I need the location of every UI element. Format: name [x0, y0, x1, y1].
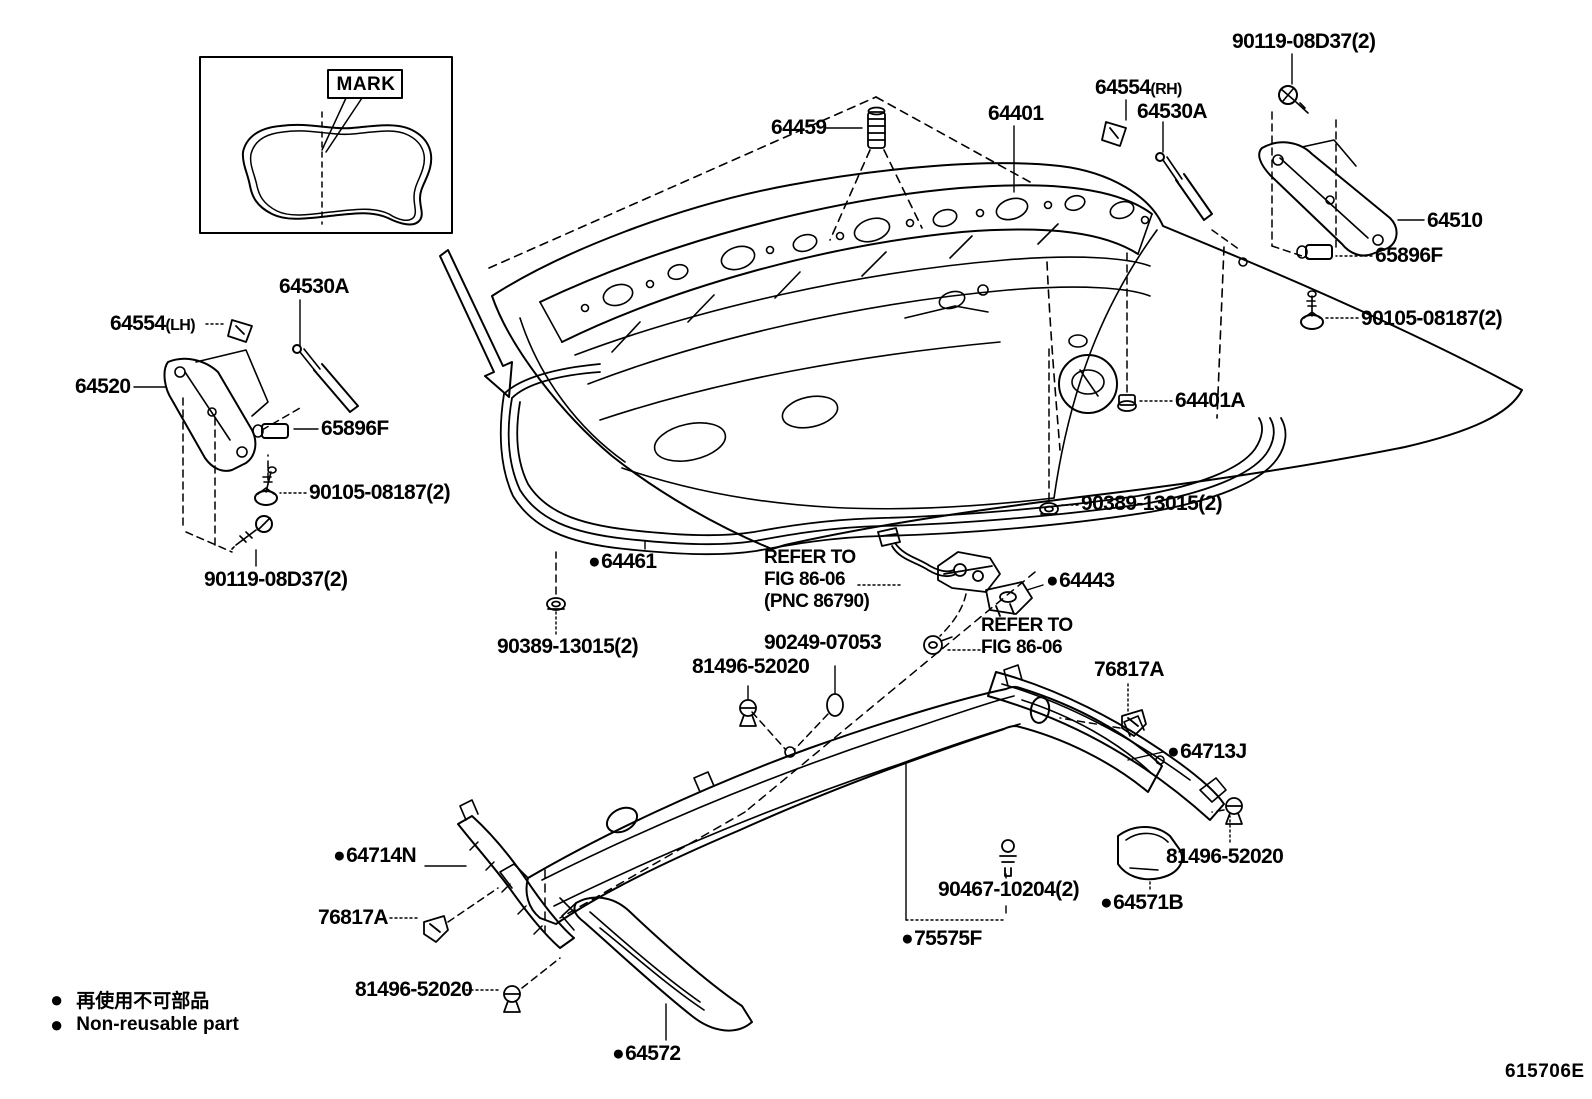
- part-label-90105-rh[interactable]: 90105-08187(2): [1361, 307, 1503, 330]
- part-label-65896f-rh[interactable]: 65896F: [1375, 244, 1443, 267]
- part-label-64401a[interactable]: 64401A: [1175, 389, 1246, 412]
- figure-code: 615706E: [1505, 1061, 1585, 1082]
- part-number: 64714N: [346, 844, 417, 867]
- grommets-art: [546, 394, 1137, 611]
- legend-row-jp: ● 再使用不可部品: [50, 986, 209, 1013]
- part-label-81496-rh[interactable]: 81496-52020: [1166, 845, 1284, 868]
- part-label-64571b[interactable]: ●64571B: [1100, 891, 1184, 914]
- part-label-64443[interactable]: ●64443: [1046, 570, 1115, 592]
- part-label-81496-top[interactable]: 81496-52020: [692, 655, 810, 678]
- part-label-64554-lh[interactable]: 64554(LH): [110, 312, 196, 337]
- part-label-64554-rh[interactable]: 64554(RH): [1095, 77, 1182, 101]
- part-number: 64571B: [1113, 891, 1184, 914]
- part-number: 64554: [1095, 76, 1151, 99]
- part-label-76817a-lh[interactable]: 76817A: [318, 906, 389, 929]
- part-label-64530a-lh[interactable]: 64530A: [279, 275, 350, 298]
- non-reusable-icon: ●: [1167, 740, 1180, 763]
- right-hinge-art: [1101, 85, 1398, 330]
- part-label-64401[interactable]: 64401: [988, 102, 1044, 125]
- side-suffix: (RH): [1150, 81, 1182, 98]
- part-label-64510[interactable]: 64510: [1427, 209, 1483, 232]
- direction-arrow-icon: [439, 249, 513, 398]
- latch-assembly-art: [877, 527, 1033, 655]
- open-position-dashes: [488, 96, 1225, 451]
- legend-row-en: ● Non-reusable part: [50, 1012, 239, 1038]
- part-label-64461[interactable]: ●64461: [588, 551, 657, 573]
- lower-trim-art: [457, 571, 1227, 1032]
- refer-note-1: REFER TO FIG 86-06 (PNC 86790): [764, 547, 870, 612]
- weatherstrip-art: [499, 363, 1287, 556]
- leader-lines: [133, 53, 1425, 1041]
- part-label-90119-lh[interactable]: 90119-08D37(2): [204, 568, 348, 591]
- small-clips-art: [423, 693, 1243, 1013]
- part-label-90389-mid[interactable]: 90389-13015(2): [497, 635, 639, 658]
- part-label-76817a-rh[interactable]: 76817A: [1094, 658, 1165, 681]
- part-label-64520[interactable]: 64520: [75, 375, 131, 398]
- mark-inset-art: [199, 56, 453, 234]
- part-label-90249[interactable]: 90249-07053: [764, 631, 882, 654]
- part-number: 64443: [1059, 569, 1115, 592]
- part-label-64572[interactable]: ●64572: [612, 1043, 681, 1065]
- part-label-64530a-rh[interactable]: 64530A: [1137, 100, 1208, 123]
- part-label-90467[interactable]: 90467-10204(2): [938, 878, 1080, 901]
- non-reusable-icon: ●: [50, 1012, 64, 1037]
- part-label-64459[interactable]: 64459: [771, 116, 827, 139]
- part-label-90119-rh[interactable]: 90119-08D37(2): [1232, 30, 1376, 53]
- non-reusable-icon: ●: [50, 986, 64, 1012]
- legend-text-jp: 再使用不可部品: [76, 991, 210, 1012]
- non-reusable-icon: ●: [333, 844, 346, 867]
- part-label-64713j[interactable]: ●64713J: [1167, 741, 1247, 763]
- non-reusable-icon: ●: [1046, 569, 1059, 592]
- legend-text-en: Non-reusable part: [76, 1014, 239, 1035]
- left-hinge-art: [163, 319, 359, 553]
- non-reusable-icon: ●: [1100, 891, 1113, 914]
- part-label-90389-rh[interactable]: 90389-13015(2): [1081, 492, 1223, 515]
- part-number: 75575F: [914, 927, 982, 950]
- non-reusable-icon: ●: [588, 550, 601, 573]
- part-number: 64713J: [1180, 740, 1247, 763]
- part-label-64714n[interactable]: ●64714N: [333, 844, 417, 867]
- part-number: 64461: [601, 550, 657, 573]
- side-suffix: (LH): [165, 317, 195, 334]
- mark-label: MARK: [336, 74, 396, 95]
- non-reusable-icon: ●: [901, 927, 914, 950]
- non-reusable-icon: ●: [612, 1042, 625, 1065]
- part-number: 64554: [110, 312, 166, 335]
- deck-lid-panel-art: [491, 162, 1523, 550]
- part-number: 64572: [625, 1042, 681, 1065]
- part-label-65896f-lh[interactable]: 65896F: [321, 417, 389, 440]
- part-label-90105-lh[interactable]: 90105-08187(2): [309, 481, 451, 504]
- refer-note-2: REFER TO FIG 86-06: [981, 615, 1073, 658]
- spring-screw-art: [867, 106, 886, 149]
- part-label-81496-btm[interactable]: 81496-52020: [355, 978, 473, 1001]
- part-label-75575f[interactable]: ●75575F: [901, 928, 982, 950]
